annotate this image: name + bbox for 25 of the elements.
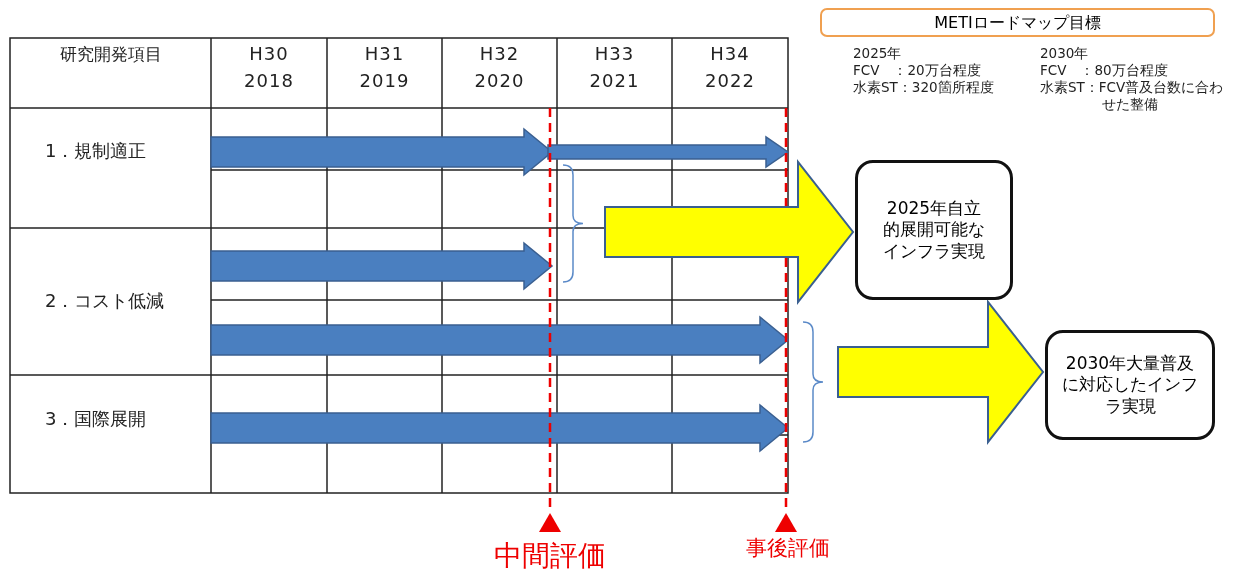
target-text: FCV ：20万台程度 xyxy=(853,62,982,79)
goal-box xyxy=(1045,330,1215,440)
row-label: 2．コスト低減 xyxy=(45,290,166,313)
target-text: 水素ST：320箇所程度 xyxy=(853,79,995,96)
block-arrow xyxy=(604,159,855,305)
goal-box xyxy=(855,160,1013,300)
block-arrow xyxy=(837,299,1045,445)
box-text: METIロードマップ目標 xyxy=(934,12,1101,33)
evaluation-label: 事後評価 xyxy=(744,535,831,562)
year-header: H31 2019 xyxy=(358,42,411,93)
year-header: H33 2021 xyxy=(588,42,641,93)
target-text: 2030年 xyxy=(1040,45,1090,62)
box-text: 2025年自立的展開可能なインフラ実現 xyxy=(882,198,986,262)
year-header: H30 2018 xyxy=(243,42,295,93)
target-text: 2025年 xyxy=(853,45,903,62)
target-text: FCV ：80万台程度 xyxy=(1040,62,1169,79)
row-label: 1．規制適正 xyxy=(45,140,148,163)
target-text: 水素ST：FCV普及台数に合わせた整備 xyxy=(1040,79,1225,113)
row-label: 3．国際展開 xyxy=(45,408,148,431)
header-text: 研究開発項目 xyxy=(58,43,163,66)
box-text: 2030年大量普及に対応したインフラ実現 xyxy=(1062,353,1198,417)
year-header: H32 2020 xyxy=(473,42,526,93)
year-header: H34 2022 xyxy=(704,42,756,93)
title-box xyxy=(820,8,1215,37)
evaluation-label: 中間評価 xyxy=(493,538,607,573)
